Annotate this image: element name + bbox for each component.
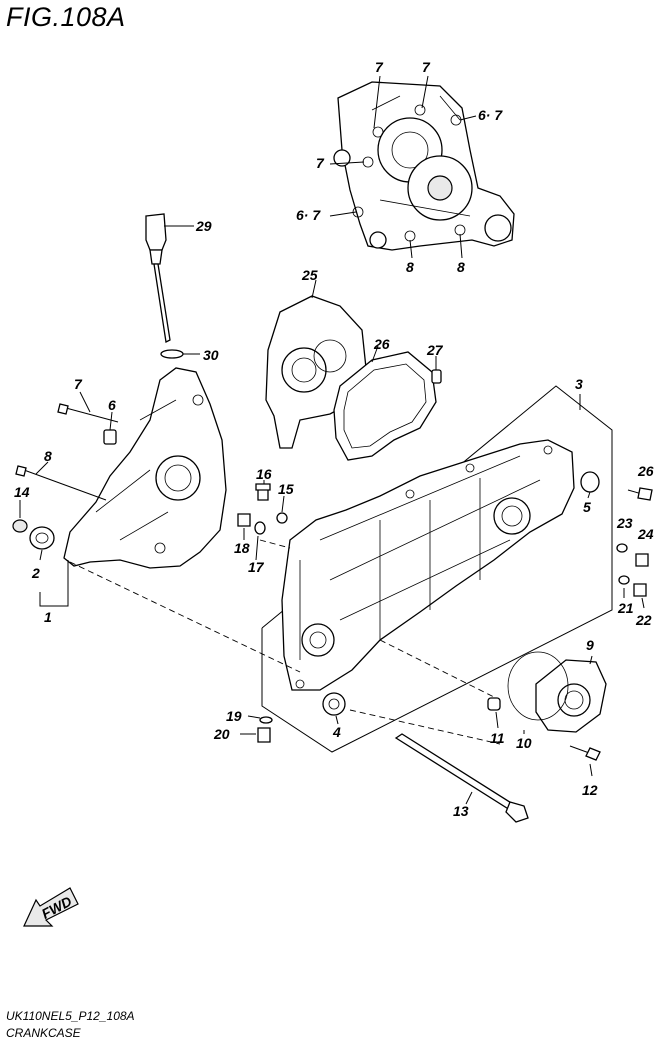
- crankcase-inner-view: [329, 75, 515, 259]
- right-fasteners: [616, 487, 653, 609]
- crankcase-gasket-25: [265, 279, 367, 449]
- callout-27: 27: [426, 342, 444, 358]
- callout-1: 1: [44, 609, 52, 625]
- figure-title: FIG.108A: [6, 2, 126, 32]
- callout-20: 20: [213, 726, 230, 742]
- callout-8: 8: [457, 259, 465, 275]
- callout-26: 26: [373, 336, 390, 352]
- callout-6-7: 6· 7: [478, 107, 503, 123]
- callout-25: 25: [301, 267, 318, 283]
- fasteners-15-18: [237, 480, 288, 561]
- callout-17: 17: [248, 559, 265, 575]
- callout-22: 22: [635, 612, 652, 628]
- callout-13: 13: [453, 803, 469, 819]
- callout-7: 7: [375, 59, 384, 75]
- callout-8: 8: [44, 448, 52, 464]
- callout-7: 7: [422, 59, 431, 75]
- callout-30: 30: [203, 347, 219, 363]
- callout-6: 6: [108, 397, 116, 413]
- callout-6-7: 6· 7: [296, 207, 321, 223]
- callout-12: 12: [582, 782, 598, 798]
- oil-dipstick: [145, 213, 200, 359]
- callout-3: 3: [575, 376, 583, 392]
- callout-16: 16: [256, 466, 272, 482]
- callout-24: 24: [637, 526, 654, 542]
- crankcase-cover-9: [487, 651, 607, 777]
- callout-19: 19: [226, 708, 242, 724]
- drain-plug: [240, 715, 273, 743]
- callout-7: 7: [74, 376, 83, 392]
- callout-labels: 7 7 6· 7 7 6· 7 8 8 29 25 26 27 30 7 6 3…: [14, 59, 654, 819]
- callout-2: 2: [31, 565, 40, 581]
- left-crankcase-half: [12, 367, 227, 607]
- callout-10: 10: [516, 735, 532, 751]
- callout-21: 21: [617, 600, 634, 616]
- callout-26: 26: [637, 463, 654, 479]
- callout-4: 4: [332, 724, 341, 740]
- callout-8: 8: [406, 259, 414, 275]
- callout-18: 18: [234, 540, 250, 556]
- callout-29: 29: [195, 218, 212, 234]
- callout-15: 15: [278, 481, 294, 497]
- callout-14: 14: [14, 484, 30, 500]
- long-stud-13: [394, 733, 529, 823]
- diagram-name: CRANKCASE: [6, 1026, 81, 1040]
- callout-9: 9: [586, 637, 594, 653]
- main-crankcase: [69, 385, 613, 753]
- diagram-code: UK110NEL5_P12_108A: [6, 1009, 135, 1023]
- forward-arrow: FWD: [23, 887, 79, 927]
- callout-23: 23: [616, 515, 633, 531]
- gasket-26: [333, 345, 442, 461]
- callout-11: 11: [490, 730, 505, 746]
- callout-5: 5: [583, 499, 591, 515]
- callout-7: 7: [316, 155, 325, 171]
